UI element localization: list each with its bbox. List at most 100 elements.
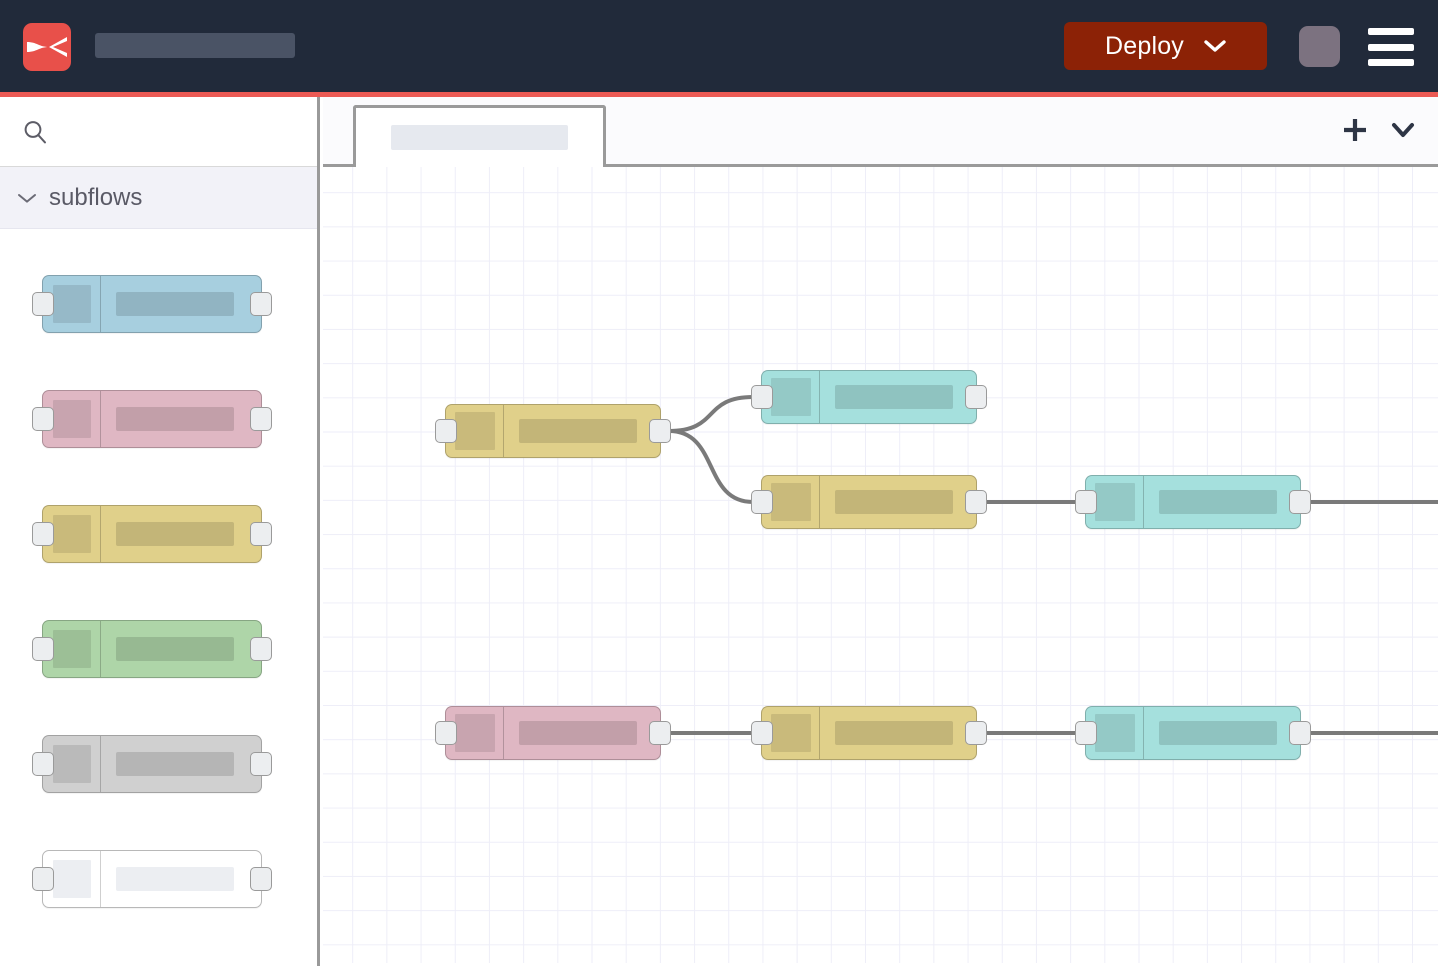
node-output-port[interactable] xyxy=(965,490,987,514)
node-type-icon xyxy=(446,405,504,457)
canvas-node-pink-1[interactable] xyxy=(435,706,671,760)
node-input-port[interactable] xyxy=(32,291,54,316)
node-icon-glyph xyxy=(454,412,495,450)
wire-n1-n2[interactable] xyxy=(667,395,755,433)
palette-sidebar: subflows xyxy=(0,97,320,966)
node-output-port[interactable] xyxy=(1289,490,1311,514)
node-output-port[interactable] xyxy=(250,521,272,546)
canvas-node-yellow-3[interactable] xyxy=(751,706,987,760)
wire-layer xyxy=(667,395,1438,735)
node-type-icon xyxy=(43,620,101,677)
add-flow-button[interactable] xyxy=(1340,115,1370,145)
sidebar-section-subflows[interactable]: subflows xyxy=(0,167,317,229)
palette-node-pink[interactable] xyxy=(32,389,272,448)
deploy-button[interactable]: Deploy xyxy=(1064,22,1267,70)
plus-icon xyxy=(1344,119,1366,141)
canvas-node-cyan-2[interactable] xyxy=(1075,475,1311,529)
flow-tab-bar xyxy=(323,97,1438,167)
node-output-port[interactable] xyxy=(965,721,987,745)
node-input-port[interactable] xyxy=(32,521,54,546)
canvas-node-cyan-3[interactable] xyxy=(1075,706,1311,760)
node-output-port[interactable] xyxy=(1289,721,1311,745)
node-output-port[interactable] xyxy=(965,385,987,409)
node-input-port[interactable] xyxy=(1075,490,1097,514)
canvas-node-cyan-2[interactable] xyxy=(1075,475,1311,529)
node-input-port[interactable] xyxy=(32,866,54,891)
node-label xyxy=(835,721,953,745)
node-label xyxy=(1159,721,1277,745)
palette-node-yellow[interactable] xyxy=(32,504,272,563)
node-type-icon xyxy=(762,371,820,423)
node-output-port[interactable] xyxy=(649,419,671,443)
node-input-port[interactable] xyxy=(32,406,54,431)
node-icon-glyph xyxy=(770,714,811,752)
palette-node-green[interactable] xyxy=(32,619,272,678)
node-icon-glyph xyxy=(1094,714,1135,752)
sidebar-section-label: subflows xyxy=(49,183,143,211)
node-red-logo-icon[interactable] xyxy=(23,23,71,71)
palette-item-0[interactable] xyxy=(0,246,317,361)
canvas-node-cyan-3[interactable] xyxy=(1075,706,1311,760)
palette-node-grey[interactable] xyxy=(32,734,272,793)
node-output-port[interactable] xyxy=(250,636,272,661)
node-input-port[interactable] xyxy=(751,490,773,514)
canvas-node-yellow-1[interactable] xyxy=(435,404,671,458)
flow-list-menu-button[interactable] xyxy=(1388,117,1418,143)
palette-item-3[interactable] xyxy=(0,591,317,706)
node-input-port[interactable] xyxy=(751,385,773,409)
node-icon-glyph xyxy=(52,859,91,898)
palette-item-5[interactable] xyxy=(0,821,317,936)
node-input-port[interactable] xyxy=(435,419,457,443)
canvas-node-yellow-2[interactable] xyxy=(751,475,987,529)
search-icon[interactable] xyxy=(22,119,48,145)
flow-canvas[interactable] xyxy=(323,167,1438,963)
palette-node-blue[interactable] xyxy=(32,274,272,333)
node-type-icon xyxy=(43,735,101,792)
canvas-node-yellow-1[interactable] xyxy=(435,404,671,458)
canvas-node-cyan-1[interactable] xyxy=(751,370,987,424)
node-label xyxy=(116,291,234,316)
node-body xyxy=(504,707,660,759)
node-icon-glyph xyxy=(770,378,811,416)
node-input-port[interactable] xyxy=(435,721,457,745)
canvas-node-pink-1[interactable] xyxy=(435,706,671,760)
node-body xyxy=(101,276,261,332)
menu-bar-3 xyxy=(1368,59,1414,66)
node-icon-glyph xyxy=(1094,483,1135,521)
menu-bar-1 xyxy=(1368,28,1414,35)
search-input[interactable] xyxy=(48,121,317,142)
palette-search-row[interactable] xyxy=(0,97,317,167)
node-input-port[interactable] xyxy=(751,721,773,745)
node-input-port[interactable] xyxy=(32,751,54,776)
node-body xyxy=(1144,707,1300,759)
node-icon-glyph xyxy=(52,399,91,438)
node-output-port[interactable] xyxy=(250,751,272,776)
palette-item-2[interactable] xyxy=(0,476,317,591)
node-output-port[interactable] xyxy=(250,406,272,431)
wire-n1-n3[interactable] xyxy=(667,429,755,504)
canvas-node-cyan-1[interactable] xyxy=(751,370,987,424)
palette-node-blank[interactable] xyxy=(32,849,272,908)
node-output-port[interactable] xyxy=(649,721,671,745)
canvas-node-yellow-3[interactable] xyxy=(751,706,987,760)
node-type-icon xyxy=(43,505,101,562)
node-input-port[interactable] xyxy=(1075,721,1097,745)
node-body xyxy=(101,506,261,562)
node-output-port[interactable] xyxy=(250,291,272,316)
node-output-port[interactable] xyxy=(250,866,272,891)
node-body xyxy=(101,621,261,677)
canvas-node-yellow-2[interactable] xyxy=(751,475,987,529)
flow-tab-1[interactable] xyxy=(353,105,606,167)
hamburger-menu-icon[interactable] xyxy=(1368,28,1414,66)
logo-glyph xyxy=(27,37,67,57)
palette-item-1[interactable] xyxy=(0,361,317,476)
node-icon-glyph xyxy=(52,744,91,783)
node-label xyxy=(519,419,637,443)
menu-bar-2 xyxy=(1368,43,1414,51)
avatar[interactable] xyxy=(1299,26,1340,67)
node-body xyxy=(504,405,660,457)
palette-item-4[interactable] xyxy=(0,706,317,821)
node-input-port[interactable] xyxy=(32,636,54,661)
node-body xyxy=(101,736,261,792)
node-icon-glyph xyxy=(52,629,91,668)
